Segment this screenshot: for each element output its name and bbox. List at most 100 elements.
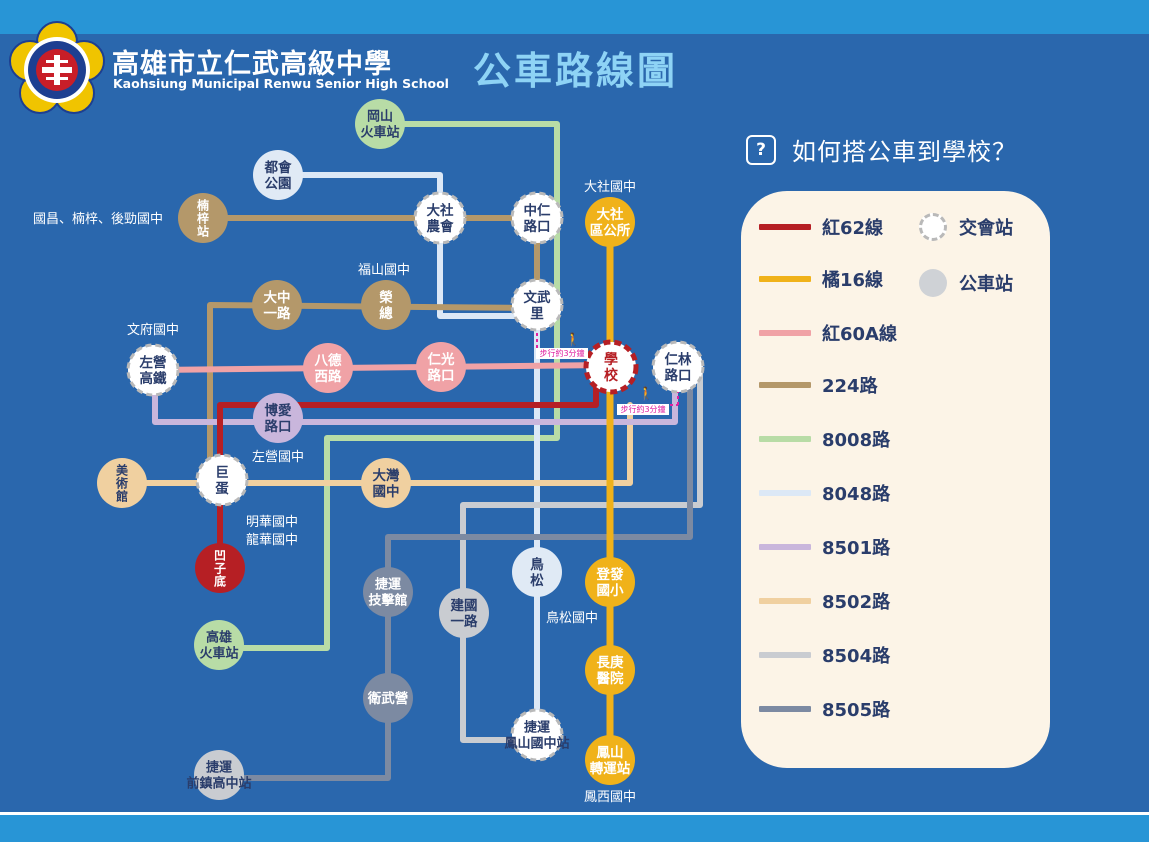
station-niaosong: 鳥松 (512, 547, 562, 597)
legend-color-swatch (759, 598, 811, 604)
top-band (0, 0, 1149, 34)
station-aoziti: 凹子底 (195, 543, 245, 593)
station-boai: 博愛路口 (253, 393, 303, 443)
walk-label-bg (536, 348, 588, 359)
school-area-label: 國昌、楠梓、後勁國中 (33, 212, 163, 227)
station-label: 捷運技擊館 (368, 577, 407, 609)
school-area-label: 龍華國中 (246, 532, 298, 548)
station-label: 衛武營 (367, 690, 409, 707)
legend-color-swatch (759, 706, 811, 712)
walk-connector-2: 🚶 (622, 386, 679, 406)
legend-route-row: 紅62線 (759, 215, 883, 239)
legend-transfer-key: 交會站 (919, 213, 1013, 241)
how-to-section: ? 如何搭公車到學校？ (746, 132, 1017, 167)
station-label: 登發國小 (596, 566, 625, 599)
legend-color-swatch (759, 652, 811, 658)
legend-route-label: 8505路 (822, 700, 891, 721)
legend-route-label: 8504路 (822, 646, 891, 667)
station-label: 巨蛋 (215, 465, 229, 497)
school-area-label: 鳥松國中 (546, 611, 598, 626)
station-dashe-farm: 大社農會 (413, 191, 467, 245)
legend-color-swatch (759, 436, 811, 442)
legend-route-row: 紅60A線 (759, 321, 897, 345)
transfer-station-marker (510, 708, 564, 762)
station-jianguo: 建國一路 (439, 588, 489, 638)
bus-stop-marker (178, 193, 228, 243)
bus-stop-marker (97, 458, 147, 508)
legend-color-swatch (759, 490, 811, 496)
route-line-8501 (152, 367, 678, 425)
route-line-8502 (117, 402, 633, 486)
school-area-label: 大社國中 (584, 179, 636, 195)
legend-color-swatch (759, 544, 811, 550)
station-label: 鳳山轉運站 (590, 744, 631, 777)
map-title: 公車路線圖 (473, 49, 679, 93)
bus-stop-icon (919, 269, 947, 297)
bus-stop-marker (303, 343, 353, 393)
transfer-station-marker (413, 191, 467, 245)
station-dengfa: 登發國小 (585, 557, 635, 607)
station-judan: 巨蛋 (195, 453, 249, 507)
legend-route-row: 8504路 (759, 643, 890, 667)
legend-color-swatch (759, 276, 811, 282)
station-fengshan-transfer: 鳳山轉運站 (585, 735, 635, 785)
bus-stop-marker (194, 620, 244, 670)
station-duhui: 都會公園 (253, 150, 303, 200)
station-mrt-arena: 捷運技擊館 (363, 567, 413, 617)
transfer-station-marker (583, 339, 639, 395)
station-changgeng: 長庚醫院 (585, 645, 635, 695)
question-icon: ? (746, 134, 776, 165)
station-dashe-office: 大社區公所 (585, 197, 635, 247)
legend-route-row: 橘16線 (759, 267, 883, 291)
legend-color-swatch (759, 224, 811, 230)
legend-route-label: 8008路 (822, 430, 891, 451)
bus-stop-marker (585, 197, 635, 247)
station-label: 岡山火車站 (360, 109, 399, 141)
station-kaohsiung-station: 高雄火車站 (194, 620, 244, 670)
walking-person-icon: 🚶 (638, 386, 654, 402)
station-renguang: 仁光路口 (416, 342, 466, 392)
station-label: 學校 (604, 352, 619, 384)
station-museum: 美術館 (97, 458, 147, 508)
school-area-label: 文府國中 (127, 323, 179, 338)
station-label: 美術館 (115, 462, 129, 503)
legend-route-label: 8501路 (822, 538, 891, 559)
station-school: 學校 (583, 339, 639, 395)
station-mrt-fengshan-jh: 捷運鳳山國中站 (504, 708, 570, 762)
station-renlin: 仁林路口 (651, 340, 705, 394)
legend-color-swatch (759, 330, 811, 336)
station-label: 八德西路 (314, 352, 342, 385)
legend-route-label: 橘16線 (822, 270, 884, 291)
legend-route-row: 8048路 (759, 481, 890, 505)
station-label: 博愛路口 (265, 402, 292, 435)
transfer-station-marker (126, 343, 180, 397)
legend-route-row: 224路 (759, 373, 878, 397)
bus-stop-marker (512, 547, 562, 597)
school-name: 高雄市立仁武高級中學 (112, 49, 392, 80)
station-zhongren: 中仁路口 (510, 191, 564, 245)
station-label: 大社區公所 (590, 206, 631, 239)
bus-stop-marker (585, 645, 635, 695)
bus-stop-marker (195, 543, 245, 593)
transfer-station-marker (510, 191, 564, 245)
school-name-en: Kaohsiung Municipal Renwu Senior High Sc… (113, 76, 449, 91)
bus-stop-marker (194, 750, 244, 800)
bus-stop-marker (439, 588, 489, 638)
station-label: 捷運鳳山國中站 (504, 720, 569, 752)
station-label: 榮總 (379, 289, 393, 322)
how-to-question: 如何搭公車到學校？ (792, 138, 1017, 166)
station-label: 中仁路口 (524, 202, 552, 235)
station-zuoying: 左營高鐵 (126, 343, 180, 397)
walk-time-label: 步行約3分鐘 (620, 404, 665, 414)
station-label: 大中一路 (264, 289, 291, 322)
station-label: 凹子底 (214, 548, 226, 588)
route-line-8505 (217, 369, 693, 781)
station-dabi: 大灣國中 (361, 458, 411, 508)
bus-stop-marker (363, 673, 413, 723)
station-wenwuli: 文武里 (510, 278, 564, 332)
legend-stop-key: 公車站 (919, 269, 1013, 297)
route-line-8048 (277, 172, 540, 741)
school-logo (9, 21, 105, 114)
